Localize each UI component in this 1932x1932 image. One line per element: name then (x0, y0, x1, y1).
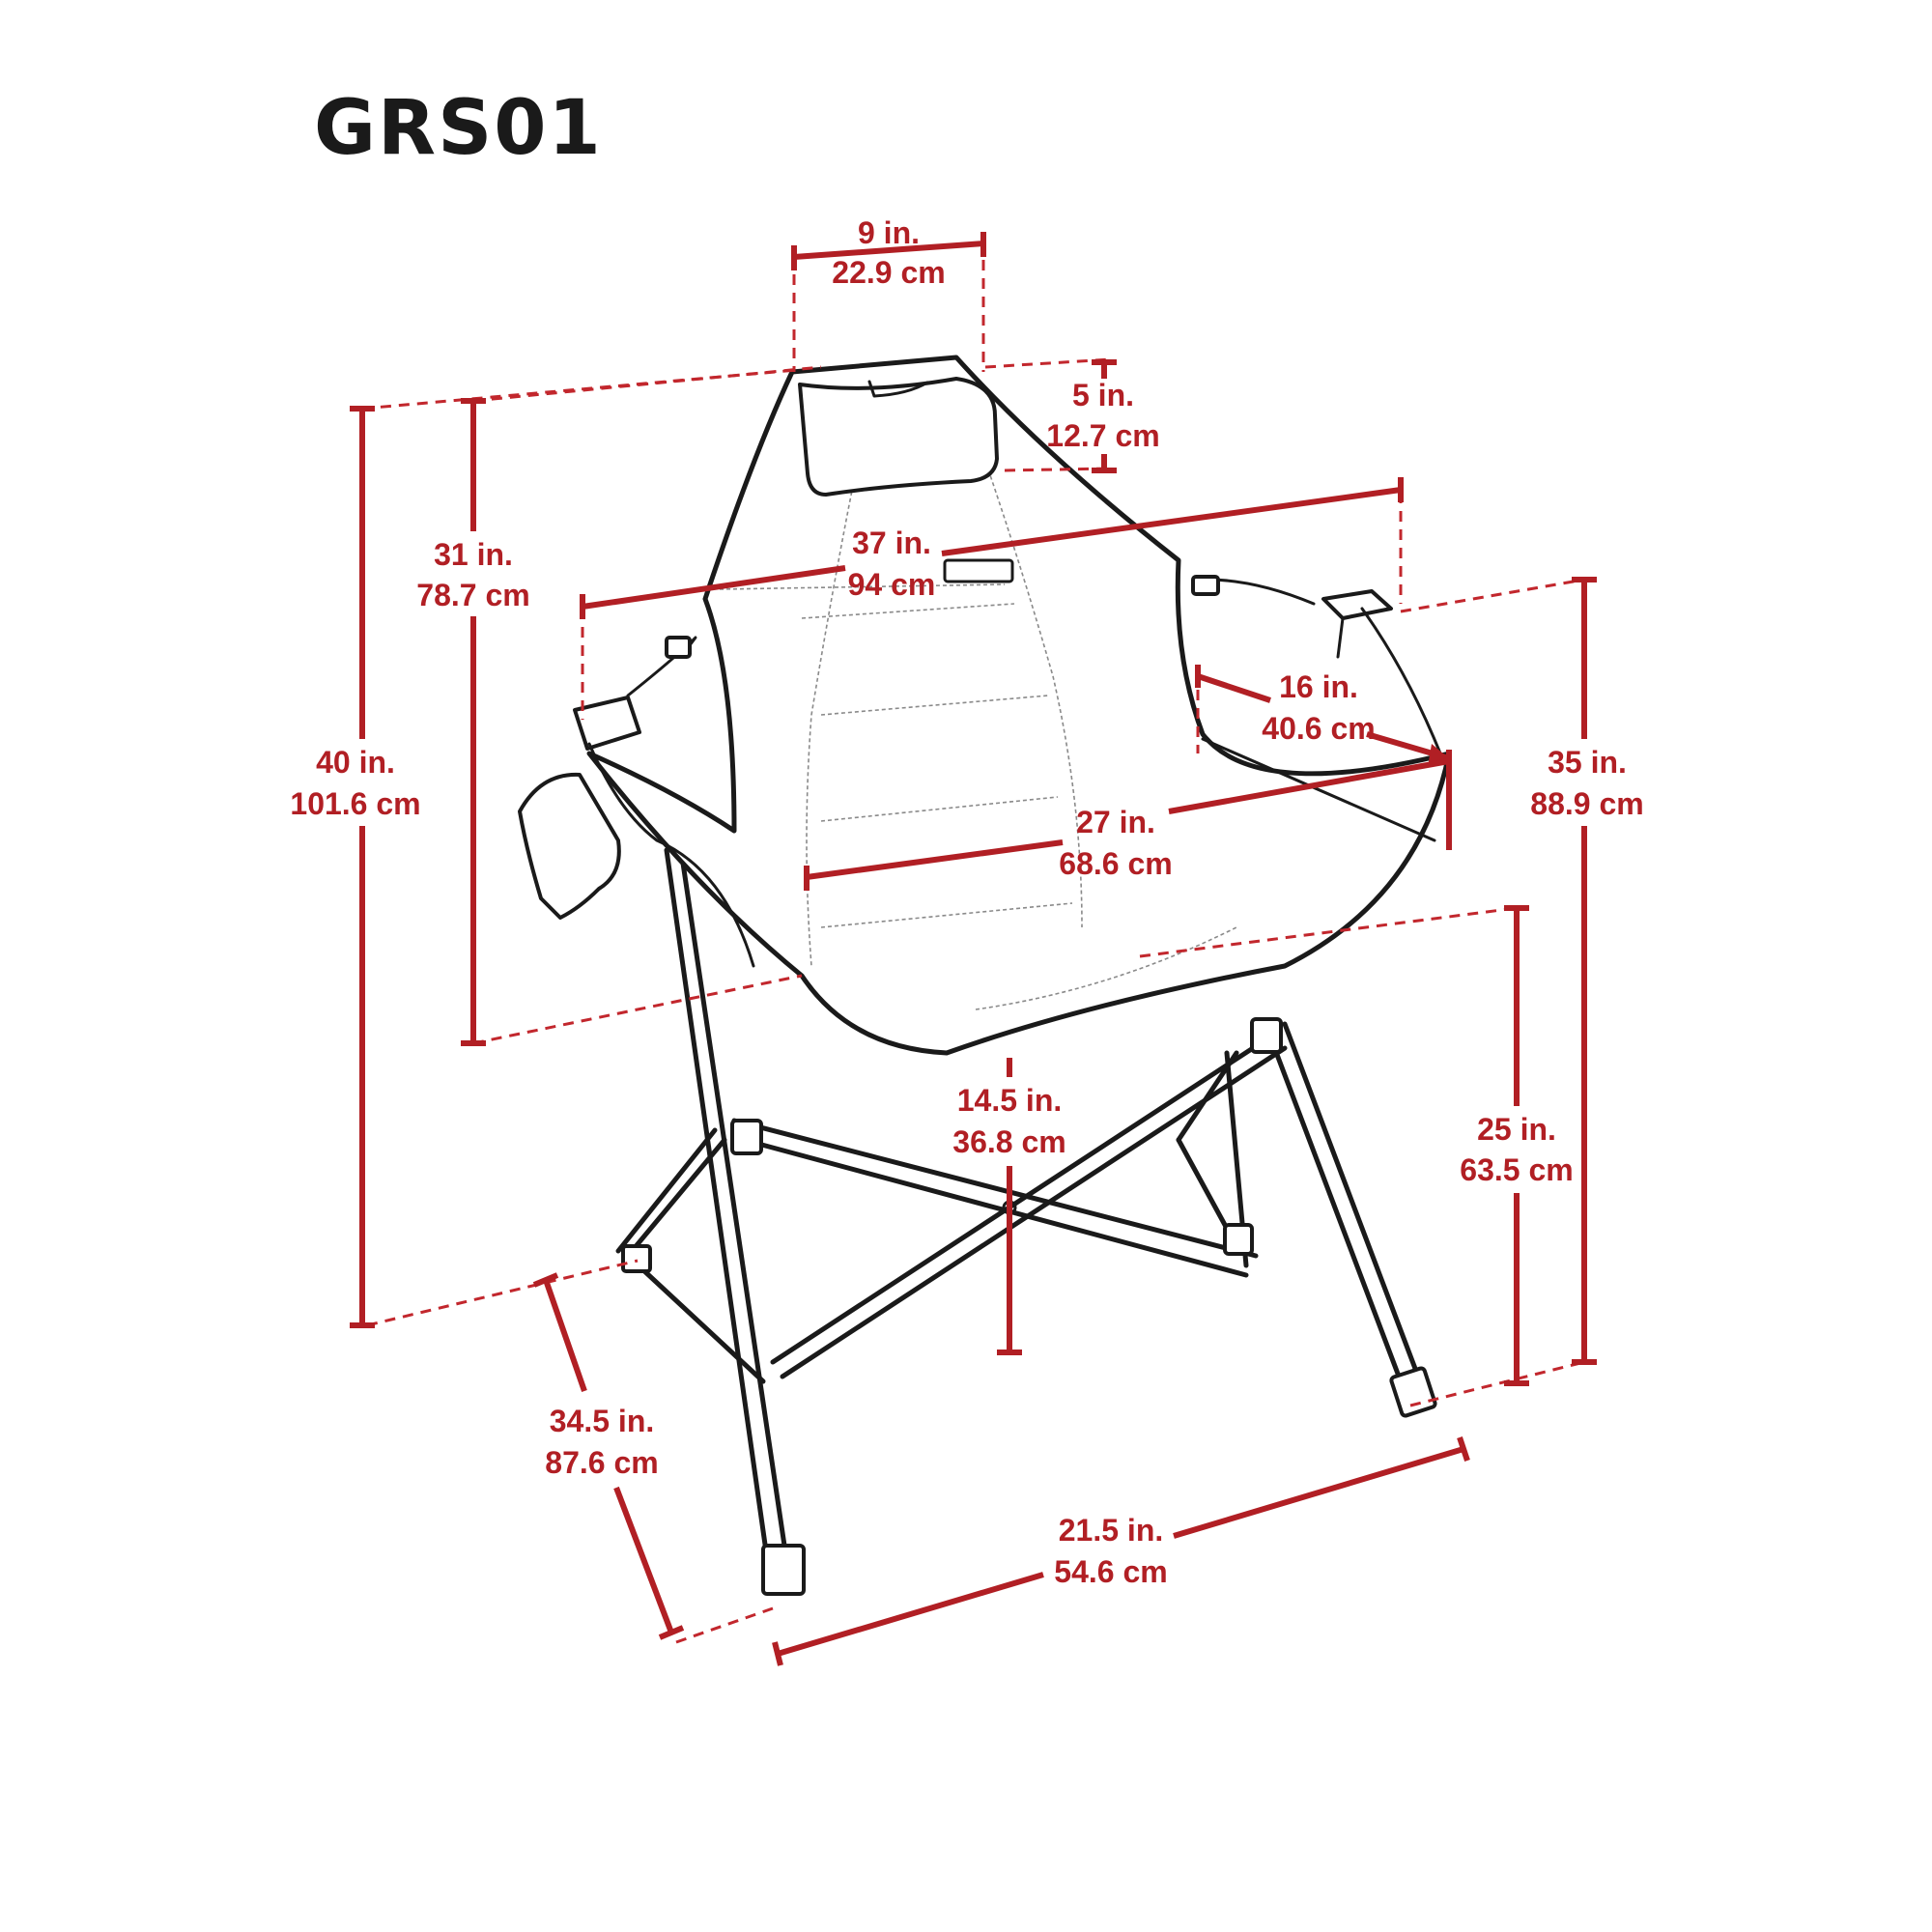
dim-seat-height-in: 14.5 in. (957, 1083, 1063, 1118)
dim-seat-width: 27 in. 68.6 cm (804, 750, 1452, 891)
right-foot (1389, 1366, 1437, 1418)
dim-back-height: 31 in. 78.7 cm (416, 398, 530, 1046)
dim-overall-width-cm: 94 cm (848, 567, 936, 602)
dim-base-depth-cm: 87.6 cm (545, 1445, 658, 1480)
left-armrest (573, 696, 641, 751)
headrest-pillow (798, 377, 999, 497)
dim-seat-width-cm: 68.6 cm (1059, 846, 1172, 881)
dim-headrest-height-in: 5 in. (1072, 378, 1134, 412)
dim-overall-height-cm: 101.6 cm (290, 786, 420, 821)
dim-arm-height-in: 35 in. (1548, 745, 1627, 780)
right-arm-strap (1206, 578, 1316, 606)
dim-headrest-width-cm: 22.9 cm (832, 255, 945, 290)
dim-base-width: 21.5 in. 54.6 cm (772, 1436, 1470, 1666)
chair-illustration (518, 355, 1452, 1596)
dim-seat-width-in: 27 in. (1076, 805, 1155, 839)
dim-overall-height: 40 in. 101.6 cm (290, 406, 421, 1328)
dim-armrest-depth: 16 in. 40.6 cm (1195, 665, 1450, 767)
extension-lines (361, 242, 1585, 1644)
dim-headrest-width-in: 9 in. (858, 215, 920, 250)
left-foot (621, 1244, 652, 1273)
cup-holder (518, 772, 621, 920)
dim-arm-height: 35 in. 88.9 cm (1530, 577, 1644, 1365)
dim-headrest-height: 5 in. 12.7 cm (1046, 359, 1160, 473)
right-buckle (1191, 575, 1220, 596)
dim-rear-height-in: 25 in. (1477, 1112, 1556, 1147)
seat-fabric (586, 355, 1452, 1056)
base-frame (615, 847, 1423, 1568)
joint-left (730, 1119, 763, 1155)
dim-overall-height-in: 40 in. (316, 745, 395, 780)
dim-overall-width: 37 in. 94 cm (580, 477, 1404, 619)
joint-right (1250, 1017, 1283, 1054)
dim-overall-width-in: 37 in. (852, 526, 931, 560)
dim-rear-height: 25 in. 63.5 cm (1460, 905, 1574, 1386)
dim-seat-height-cm: 36.8 cm (952, 1124, 1065, 1159)
dim-armrest-depth-in: 16 in. (1279, 669, 1358, 704)
dim-headrest-height-cm: 12.7 cm (1046, 418, 1159, 453)
dim-seat-height: 14.5 in. 36.8 cm (952, 1058, 1066, 1355)
left-arm-strap (626, 636, 697, 697)
dim-armrest-depth-cm: 40.6 cm (1262, 711, 1375, 746)
page-title: GRS01 (314, 85, 603, 172)
dim-base-width-cm: 54.6 cm (1054, 1554, 1167, 1589)
dim-arm-height-cm: 88.9 cm (1530, 786, 1643, 821)
front-foot (761, 1544, 806, 1596)
dim-rear-height-cm: 63.5 cm (1460, 1152, 1573, 1187)
dim-back-height-cm: 78.7 cm (416, 578, 529, 612)
dim-base-width-in: 21.5 in. (1059, 1513, 1164, 1548)
logo-patch (943, 558, 1014, 583)
dim-headrest-width: 9 in. 22.9 cm (791, 215, 986, 290)
joint-mid (1223, 1223, 1254, 1256)
dim-base-depth-in: 34.5 in. (550, 1404, 655, 1438)
dim-back-height-in: 31 in. (434, 537, 513, 572)
right-armrest (1321, 589, 1393, 620)
dimension-annotations: 9 in. 22.9 cm 5 in. 12.7 cm 31 in. 78.7 … (290, 215, 1644, 1666)
dim-base-depth: 34.5 in. 87.6 cm (532, 1272, 685, 1640)
left-buckle (665, 636, 692, 659)
